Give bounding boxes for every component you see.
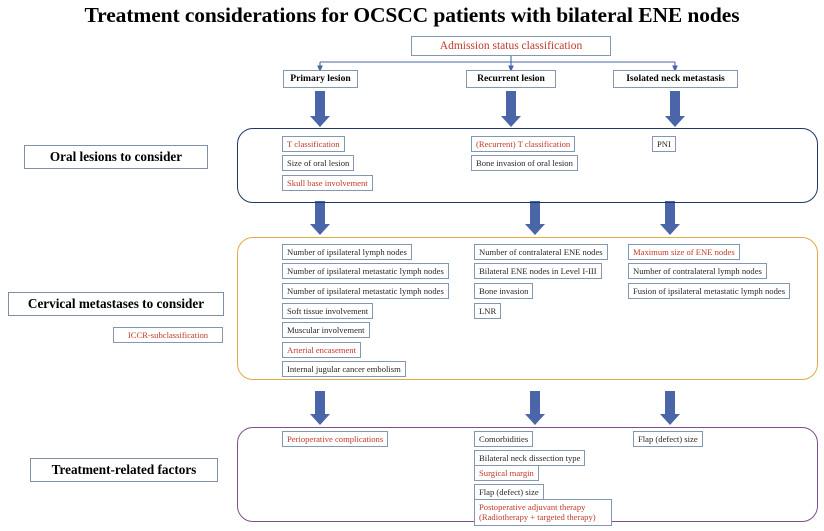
item-number-ipsilateral-lymph-nodes[interactable]: Number of ipsilateral lymph nodes: [282, 244, 412, 261]
section-label-treatment-related: Treatment-related factors: [30, 458, 218, 482]
item-surgical-margin[interactable]: Surgical margin: [474, 465, 539, 482]
page-title: Treatment considerations for OCSCC patie…: [84, 3, 740, 27]
item-internal-jugular-cancer-embolism[interactable]: Internal jugular cancer embolism: [282, 361, 406, 378]
item-t-classification[interactable]: T classification: [282, 136, 345, 153]
item-number-ipsilateral-metastatic-lymph-nodes-1[interactable]: Number of ipsilateral metastatic lymph n…: [282, 263, 449, 280]
item-recurrent-t-classification[interactable]: (Recurrent) T classification: [471, 136, 576, 153]
item-maximum-size-of-ene-nodes[interactable]: Maximum size of ENE nodes: [628, 244, 740, 261]
item-iccr-subclassification[interactable]: ICCR-subclassification: [113, 327, 223, 344]
section-label-cervical-metastases: Cervical metastases to consider: [8, 292, 224, 316]
group-frame-oral-lesions: [237, 128, 818, 203]
section-label-oral-lesions: Oral lesions to consider: [24, 145, 208, 169]
branch-recurrent-lesion[interactable]: Recurrent lesion: [466, 70, 556, 88]
admission-status-classification-box[interactable]: Admission status classification: [411, 36, 611, 57]
item-pni[interactable]: PNI: [652, 136, 676, 153]
item-number-contralateral-lymph-nodes[interactable]: Number of contralateral lymph nodes: [628, 263, 767, 280]
item-number-ipsilateral-metastatic-lymph-nodes-2[interactable]: Number of ipsilateral metastatic lymph n…: [282, 283, 449, 300]
item-bone-invasion-of-oral-lesion[interactable]: Bone invasion of oral lesion: [471, 155, 578, 172]
branch-primary-lesion[interactable]: Primary lesion: [283, 70, 358, 88]
item-arterial-encasement[interactable]: Arterial encasement: [282, 342, 361, 359]
item-muscular-involvement[interactable]: Muscular involvement: [282, 322, 370, 339]
item-lnr[interactable]: LNR: [474, 303, 502, 320]
item-skull-base-involvement[interactable]: Skull base involvement: [282, 175, 373, 192]
item-flap-defect-size-right[interactable]: Flap (defect) size: [633, 431, 703, 448]
branch-isolated-neck-metastasis[interactable]: Isolated neck metastasis: [613, 70, 738, 88]
item-soft-tissue-involvement[interactable]: Soft tissue involvement: [282, 303, 374, 320]
item-bilateral-ene-nodes-level-i-iii[interactable]: Bilateral ENE nodes in Level I-III: [474, 263, 602, 280]
item-postoperative-adjuvant-therapy[interactable]: Postoperative adjuvant therapy (Radiothe…: [474, 499, 612, 526]
item-bilateral-neck-dissection-type[interactable]: Bilateral neck dissection type: [474, 450, 586, 467]
item-number-contralateral-ene-nodes[interactable]: Number of contralateral ENE nodes: [474, 244, 608, 261]
item-size-of-oral-lesion[interactable]: Size of oral lesion: [282, 155, 355, 172]
item-comorbidities[interactable]: Comorbidities: [474, 431, 534, 448]
group-frame-cervical-metastases: [237, 237, 818, 380]
item-perioperative-complications[interactable]: Perioperative complications: [282, 431, 389, 448]
item-flap-defect-size-middle[interactable]: Flap (defect) size: [474, 484, 544, 501]
item-bone-invasion[interactable]: Bone invasion: [474, 283, 534, 300]
item-fusion-ipsilateral-metastatic-lymph-nodes[interactable]: Fusion of ipsilateral metastatic lymph n…: [628, 283, 791, 300]
